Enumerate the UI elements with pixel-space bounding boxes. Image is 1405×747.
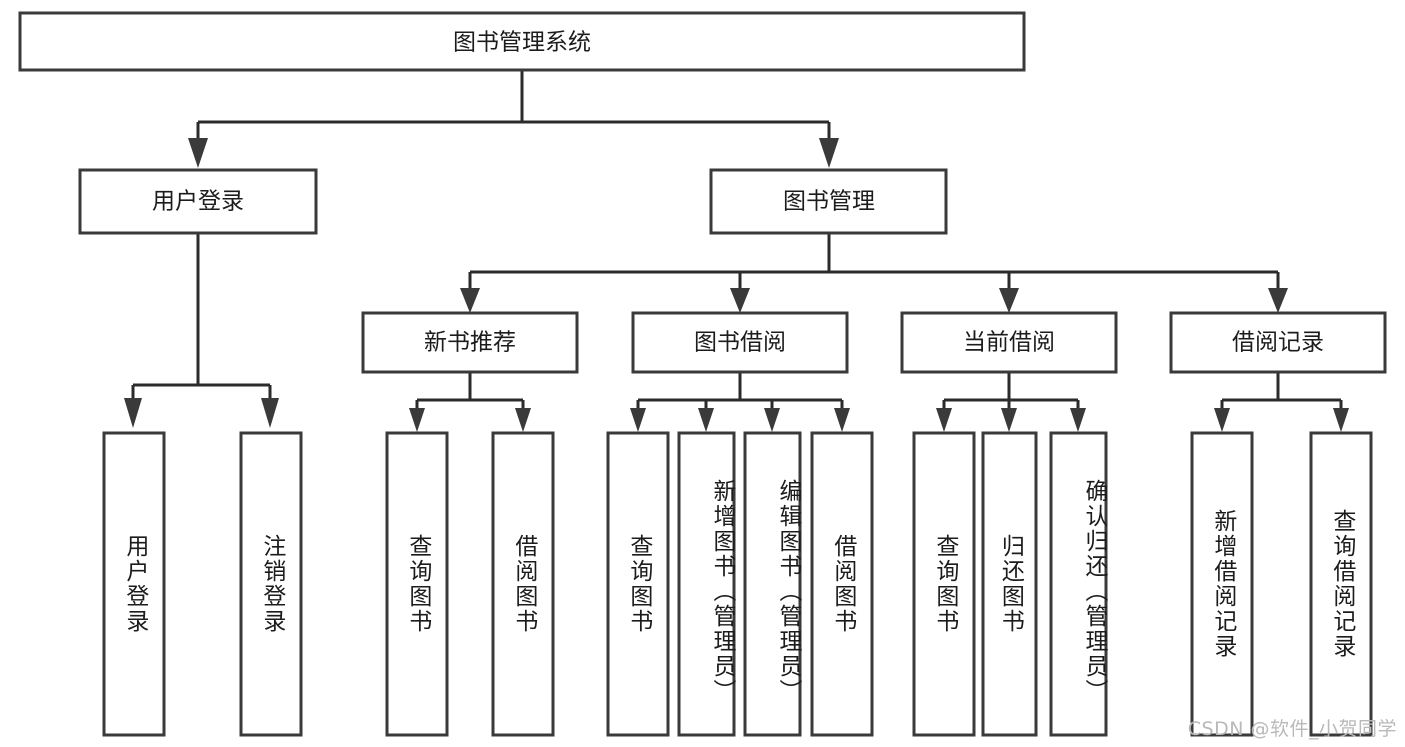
arrowhead-user-login [188,138,208,168]
connector-group-borrow-record [1214,372,1349,432]
node-leaf-borrow-query[interactable] [606,431,670,737]
arrowhead-leaf-borrow-query [630,408,646,432]
node-leaf-rec-search[interactable] [1309,431,1373,737]
node-leaf-cur-query[interactable] [912,431,976,737]
connector-group-current-borrow [936,372,1086,432]
arrowhead-leaf-rec-borrow [515,408,531,432]
node-current-borrow[interactable] [900,311,1118,374]
label-leaf-cur-confirm: 确认归还（管理员） [1081,478,1107,704]
node-leaf-borrow-edit[interactable] [743,431,802,737]
label-leaf-rec-borrow: 借阅图书 [510,534,537,634]
label-leaf-borrow-lend: 借阅图书 [829,534,856,634]
label-leaf-rec-add: 新增借阅记录 [1209,509,1236,659]
label-new-book-rec: 新书推荐 [424,330,516,356]
node-borrow-record[interactable] [1169,311,1387,374]
connector-group-root [188,71,839,168]
arrowhead-leaf-borrow-edit [764,408,780,432]
label-borrow-record: 借阅记录 [1232,330,1324,356]
arrowhead-book-manage [819,138,839,168]
node-leaf-rec-query[interactable] [385,431,449,737]
node-leaf-rec-add[interactable] [1190,431,1254,737]
connector-group-book-borrow [630,372,850,432]
arrowhead-new-book-rec [460,288,480,313]
connector-group-book-manage [460,233,1288,313]
node-leaf-cur-confirm[interactable] [1049,431,1108,737]
node-book-manage[interactable] [709,168,948,235]
node-leaf-borrow-lend[interactable] [810,431,874,737]
node-root[interactable] [18,11,1026,72]
arrowhead-leaf-user-logout [261,398,279,428]
arrowhead-current-borrow [999,288,1019,313]
node-user-login[interactable] [78,168,318,235]
label-leaf-rec-search: 查询借阅记录 [1328,509,1355,659]
connector-group-user-login [124,233,279,428]
arrowhead-leaf-rec-search [1333,408,1349,432]
node-new-book-rec[interactable] [361,311,579,374]
arrowhead-leaf-borrow-lend [834,408,850,432]
arrowhead-leaf-cur-query [936,408,952,432]
node-leaf-rec-borrow[interactable] [491,431,555,737]
label-book-manage: 图书管理 [783,189,875,215]
node-book-borrow[interactable] [631,311,849,374]
label-current-borrow: 当前借阅 [963,330,1055,356]
node-leaf-user-login[interactable] [102,431,166,737]
label-leaf-borrow-query: 查询图书 [625,534,652,634]
label-book-borrow: 图书借阅 [694,330,786,356]
label-root: 图书管理系统 [453,30,591,56]
label-leaf-borrow-add: 新增图书（管理员） [709,478,735,704]
label-leaf-cur-return: 归还图书 [997,534,1024,634]
label-leaf-user-login: 用户登录 [121,534,148,634]
node-leaf-cur-return[interactable] [981,431,1038,737]
label-leaf-borrow-edit: 编辑图书（管理员） [775,478,801,704]
label-leaf-user-logout: 注销登录 [258,534,285,634]
arrowhead-leaf-user-login [124,398,142,428]
arrowhead-leaf-rec-add [1214,408,1230,432]
arrowhead-borrow-record [1268,288,1288,313]
label-leaf-cur-query: 查询图书 [931,534,958,634]
arrowhead-leaf-cur-return [1001,408,1017,432]
arrowhead-book-borrow [730,288,750,313]
label-user-login: 用户登录 [152,189,244,215]
arrowhead-leaf-cur-confirm [1070,408,1086,432]
label-leaf-rec-query: 查询图书 [404,534,431,634]
arrowhead-leaf-rec-query [409,408,425,432]
node-leaf-borrow-add[interactable] [677,431,736,737]
arrowhead-leaf-borrow-add [698,408,714,432]
node-leaf-user-logout[interactable] [239,431,303,737]
connector-group-new-book-rec [409,372,531,432]
